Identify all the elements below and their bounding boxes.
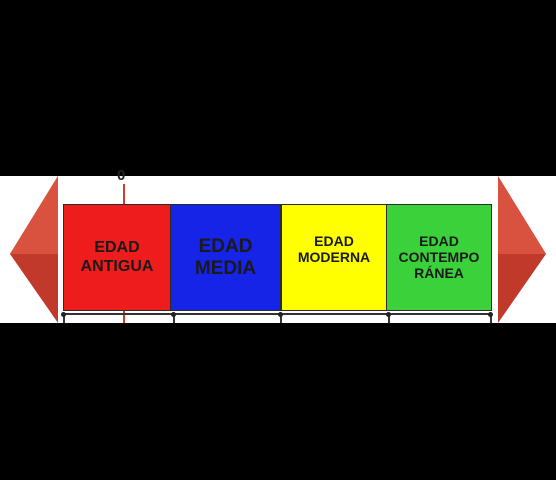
timeline-tick-dot	[171, 312, 176, 317]
era-box-media: EDAD MEDIA	[170, 204, 281, 311]
era-label-line: EDAD	[94, 239, 140, 257]
era-box-moderna: EDAD MODERNA	[281, 204, 387, 311]
era-label-line: EDAD	[198, 235, 253, 257]
timeline-tick-dot	[488, 312, 493, 317]
era-box-contemporanea: EDAD CONTEMPO RÁNEA	[386, 204, 492, 311]
era-label-line: MODERNA	[297, 249, 371, 266]
timeline-tick	[63, 313, 65, 323]
era-box-antigua: EDAD ANTIGUA	[63, 204, 171, 311]
era-label-line: EDAD	[419, 233, 459, 249]
timeline-tick	[280, 313, 282, 323]
era-label-line: ANTIGUA	[80, 257, 154, 275]
era-label-line: MEDIA	[194, 257, 257, 279]
timeline-tick-dot	[386, 312, 391, 317]
era-label-line: EDAD	[314, 233, 354, 249]
left-arrow-icon	[10, 176, 58, 323]
right-arrow-icon	[498, 176, 546, 323]
timeline-tick	[173, 313, 175, 323]
timeline-tick	[490, 313, 492, 323]
timeline-tick-dot	[278, 312, 283, 317]
origin-label: 0	[117, 167, 126, 184]
era-label-line: RÁNEA	[414, 265, 464, 282]
timeline-baseline	[63, 313, 492, 315]
timeline-tick-dot	[61, 312, 66, 317]
era-label-line: CONTEMPO	[398, 249, 480, 266]
timeline-tick	[388, 313, 390, 323]
timeline-band: 0 EDAD ANTIGUA EDAD MEDIA EDAD MODERNA E…	[0, 168, 556, 323]
